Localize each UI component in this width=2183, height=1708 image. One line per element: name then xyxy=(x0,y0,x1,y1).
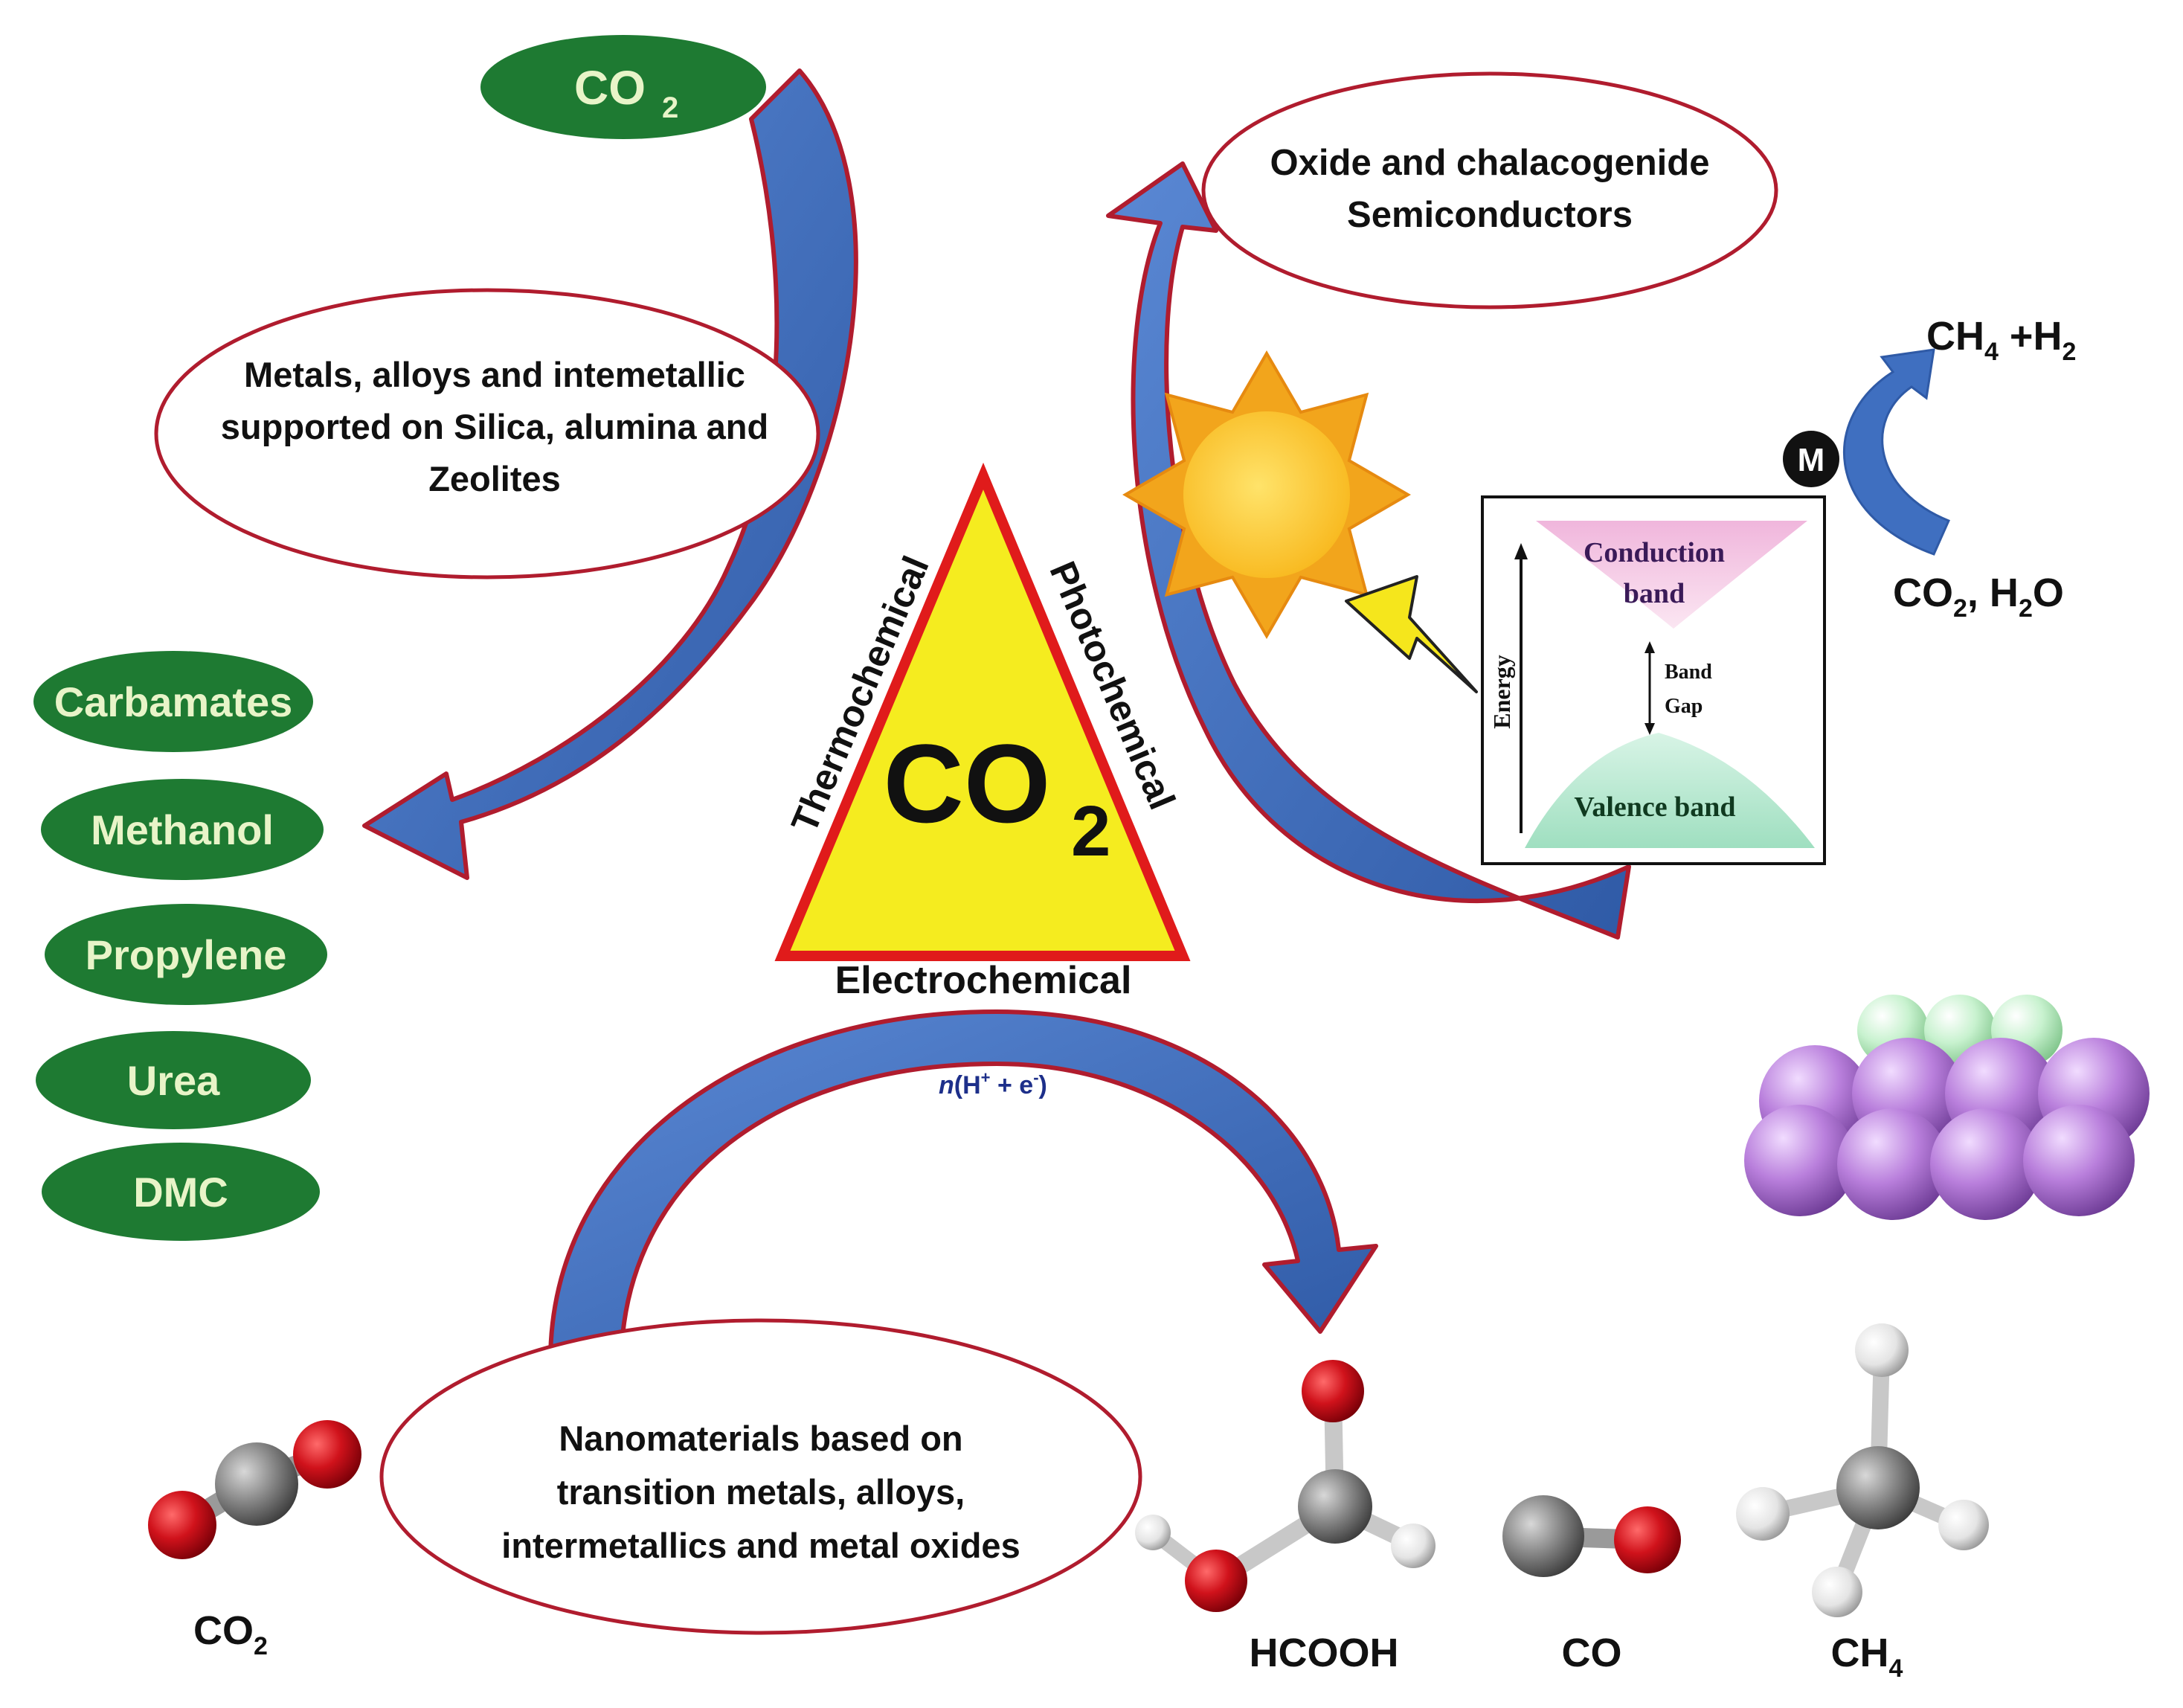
product-pill-label: DMC xyxy=(133,1169,228,1216)
thermo-catalyst-line1: Metals, alloys and intemetallic xyxy=(244,355,745,394)
co2-sub: 2 xyxy=(1953,594,1967,623)
photo-arrow xyxy=(1106,161,1631,940)
electro-arrow xyxy=(548,1009,1378,1364)
h2-text: +H xyxy=(1999,314,2063,359)
metal-label: M xyxy=(1798,442,1825,478)
sun-icon xyxy=(1122,350,1411,639)
svg-text:CH4 +H2: CH4 +H2 xyxy=(1926,314,2076,366)
product-pill-label: Carbamates xyxy=(54,678,293,725)
co2-molecule-icon xyxy=(148,1420,361,1559)
co2-molecule-label: CO2 xyxy=(193,1608,268,1660)
minus-sup: - xyxy=(1033,1068,1038,1087)
central-co2-sub: 2 xyxy=(1071,792,1110,871)
svg-text:n(H+ + e-): n(H+ + e-) xyxy=(939,1068,1047,1099)
conduction-band-label-2: band xyxy=(1624,578,1685,609)
central-triangle: CO 2 Thermochemical Photochemical Electr… xyxy=(774,462,1191,1002)
valence-band-label: Valence band xyxy=(1574,792,1735,823)
photo-catalyst-line1: Oxide and chalacogenide xyxy=(1270,143,1710,183)
co2-text: CO xyxy=(1893,571,1953,615)
h2-sub: 2 xyxy=(2062,338,2076,366)
top-co2-text: CO xyxy=(574,61,646,115)
ch4-text: CH xyxy=(1926,314,1984,359)
electro-catalyst-ellipse: Nanomaterials based on transition metals… xyxy=(379,1318,1142,1635)
band-gap-label-2: Gap xyxy=(1665,695,1703,718)
product-pill: DMC xyxy=(42,1143,320,1241)
hcooh-label: HCOOH xyxy=(1250,1631,1399,1675)
h2o-text: , H xyxy=(1967,571,2019,615)
product-pill: Carbamates xyxy=(33,651,313,752)
catalyst-surface-icon xyxy=(1744,995,2150,1220)
photo-catalyst-line2: Semiconductors xyxy=(1347,195,1633,235)
top-co2-pill: CO 2 xyxy=(480,35,766,139)
central-co2-text: CO xyxy=(884,721,1051,846)
electrochemical-label: Electrochemical xyxy=(835,959,1132,1002)
product-pill: Propylene xyxy=(45,904,327,1005)
thermo-catalyst-ellipse: Metals, alloys and intemetallic supporte… xyxy=(154,288,820,580)
electro-catalyst-line2: transition metals, alloys, xyxy=(557,1472,965,1512)
thermo-catalyst-line2: supported on Silica, alumina and xyxy=(221,407,768,446)
plus-sup: + xyxy=(981,1068,991,1087)
product-pill-label: Urea xyxy=(127,1057,220,1104)
conduction-band-label: Conduction xyxy=(1584,537,1725,568)
ch4-molecule-icon xyxy=(1736,1323,1989,1617)
band-gap-label: Band xyxy=(1665,661,1712,684)
e-text: + e xyxy=(991,1071,1034,1099)
electro-catalyst-line1: Nanomaterials based on xyxy=(559,1419,962,1458)
product-pill-label: Propylene xyxy=(86,931,287,978)
n-text: n xyxy=(939,1071,954,1099)
h2o-sub: 2 xyxy=(2019,594,2033,623)
thermo-catalyst-line3: Zeolites xyxy=(428,459,561,498)
lightning-icon xyxy=(1345,575,1478,693)
co-molecule-icon xyxy=(1502,1495,1681,1577)
product-pill-label: Methanol xyxy=(91,806,274,853)
photo-catalyst-ellipse: Oxide and chalacogenide Semiconductors xyxy=(1201,71,1778,309)
close-paren: ) xyxy=(1039,1071,1047,1099)
svg-text:CO2, H2O: CO2, H2O xyxy=(1893,571,2064,623)
ch4-molecule-label: CH4 xyxy=(1831,1631,1903,1683)
energy-axis-label: Energy xyxy=(1488,655,1515,729)
top-co2-sub: 2 xyxy=(662,92,678,124)
ch4-sub: 4 xyxy=(1984,338,1999,366)
product-pill: Methanol xyxy=(41,779,324,880)
band-diagram: Energy Conduction band Band Gap Valence … xyxy=(1481,495,1826,865)
h2o-o: O xyxy=(2033,571,2064,615)
co-label: CO xyxy=(1562,1631,1622,1675)
product-pill: Urea xyxy=(36,1031,311,1129)
electro-catalyst-line3: intermetallics and metal oxides xyxy=(501,1526,1020,1565)
proton-electron-label: n(H+ + e-) xyxy=(939,1068,1047,1099)
hcooh-molecule-icon xyxy=(1135,1360,1435,1612)
h-text: (H xyxy=(954,1071,981,1099)
metal-catalyst-icon xyxy=(1783,431,1839,487)
thermo-product-list: Carbamates Methanol Propylene Urea DMC xyxy=(33,651,327,1241)
photo-reaction: M CH4 +H2 CO2, H2O xyxy=(1783,314,2076,623)
